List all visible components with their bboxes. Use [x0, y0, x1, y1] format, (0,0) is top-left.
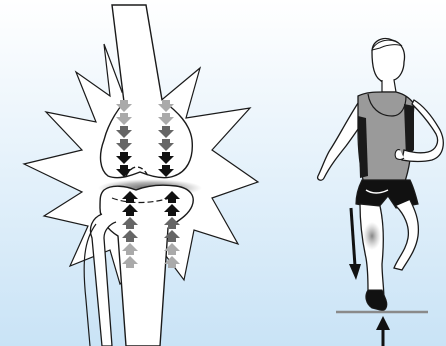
knee-stress-highlight — [363, 222, 381, 250]
runner-neck — [382, 80, 396, 92]
